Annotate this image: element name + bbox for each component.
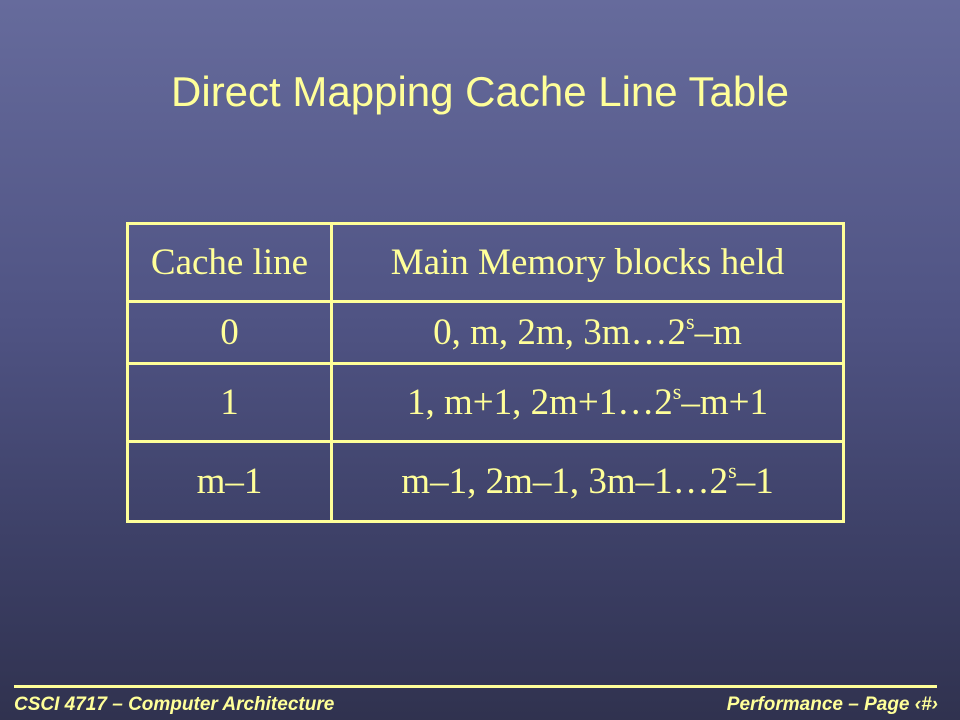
cache-line-table: Cache line Main Memory blocks held 0 0, … bbox=[126, 222, 845, 523]
table-row: 0 0, m, 2m, 3m…2s–m bbox=[126, 300, 845, 365]
blocks-held-exponent: s bbox=[672, 379, 682, 404]
blocks-held-cell: 0, m, 2m, 3m…2s–m bbox=[330, 300, 845, 365]
slide-title: Direct Mapping Cache Line Table bbox=[171, 68, 789, 115]
blocks-held-main: 1, m+1, 2m+1…2 bbox=[406, 382, 673, 423]
cache-line-table-container: Cache line Main Memory blocks held 0 0, … bbox=[126, 222, 845, 523]
table-row: 1 1, m+1, 2m+1…2s–m+1 bbox=[126, 362, 845, 443]
header-cache-line: Cache line bbox=[126, 222, 333, 303]
blocks-held-tail: –m bbox=[694, 312, 742, 353]
cache-line-cell: 0 bbox=[126, 300, 333, 365]
header-blocks-held: Main Memory blocks held bbox=[330, 222, 845, 303]
blocks-held-main: m–1, 2m–1, 3m–1…2 bbox=[401, 461, 729, 502]
blocks-held-cell: m–1, 2m–1, 3m–1…2s–1 bbox=[330, 440, 845, 523]
cache-line-cell: 1 bbox=[126, 362, 333, 443]
footer-divider bbox=[14, 685, 937, 688]
footer-course-title: CSCI 4717 – Computer Architecture bbox=[14, 694, 335, 715]
blocks-held-cell: 1, m+1, 2m+1…2s–m+1 bbox=[330, 362, 845, 443]
blocks-held-exponent: s bbox=[686, 309, 695, 334]
blocks-held-tail: –m+1 bbox=[681, 382, 768, 423]
table-header-row: Cache line Main Memory blocks held bbox=[126, 222, 845, 303]
blocks-held-tail: –1 bbox=[736, 461, 774, 502]
blocks-held-main: 0, m, 2m, 3m…2 bbox=[433, 312, 686, 353]
blocks-held-exponent: s bbox=[728, 458, 737, 483]
cache-line-cell: m–1 bbox=[126, 440, 333, 523]
table-row: m–1 m–1, 2m–1, 3m–1…2s–1 bbox=[126, 440, 845, 523]
footer-page-label: Performance – Page ‹#› bbox=[726, 694, 938, 715]
